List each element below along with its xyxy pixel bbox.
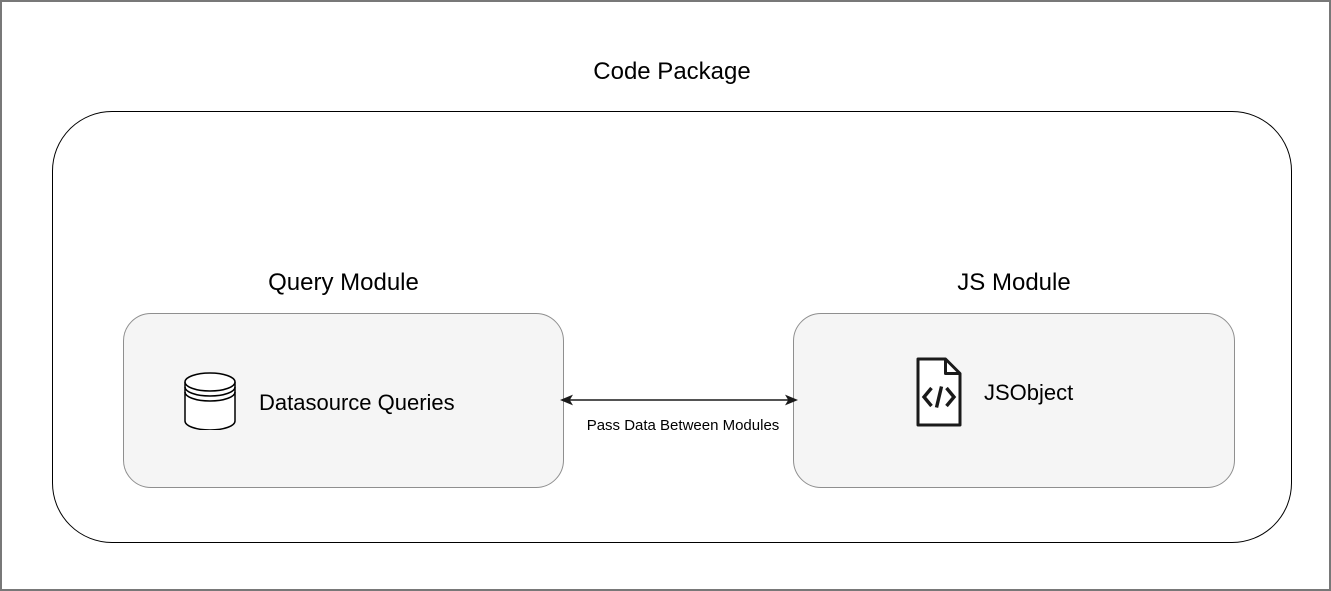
code-package-container: Query Module JS Module Datasource Querie…: [52, 111, 1292, 543]
query-module-box: Datasource Queries: [123, 313, 564, 488]
js-module-label: JS Module: [957, 269, 1071, 296]
query-module-item-label: Datasource Queries: [259, 390, 455, 415]
bidirectional-arrow: [560, 394, 798, 406]
connector-label: Pass Data Between Modules: [586, 417, 780, 434]
js-module-item-label: JSObject: [984, 380, 1074, 405]
js-module-box: JSObject: [793, 313, 1235, 488]
database-icon: [184, 372, 236, 430]
query-module-label: Query Module: [268, 269, 419, 296]
diagram-title: Code Package: [593, 58, 751, 85]
code-file-icon: [916, 357, 962, 427]
